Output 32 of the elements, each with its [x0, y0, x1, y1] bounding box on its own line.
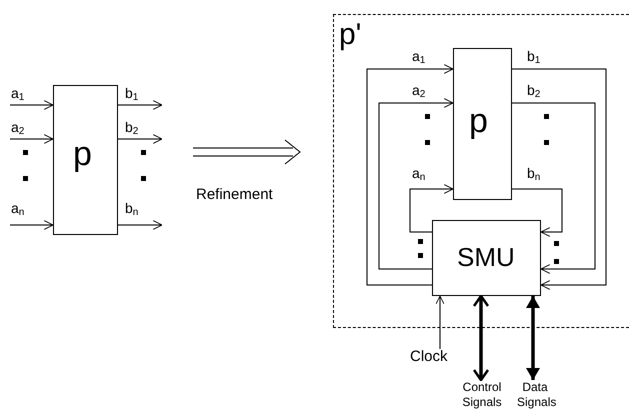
box-label: p: [469, 104, 488, 138]
arrow: [436, 296, 444, 350]
arrow: [10, 100, 54, 110]
edge-label: b$_{1}$: [125, 86, 138, 103]
control-signals-label: Control Signals: [455, 380, 509, 413]
box-label: p: [73, 137, 92, 171]
arrow: [10, 134, 54, 144]
arrow: [118, 134, 162, 144]
arrow: [118, 220, 162, 230]
edge-label: b$_{2}$: [527, 83, 540, 100]
feedback-arrow: [410, 184, 454, 232]
smu-box: [432, 220, 541, 296]
arrow: [118, 100, 162, 110]
edge-label: b$_{2}$: [125, 120, 138, 137]
arrow-label: Refinement: [196, 187, 273, 202]
feedback-arrow: [378, 98, 454, 270]
dashed-container: [333, 14, 629, 328]
feedback-arrow: [512, 68, 606, 290]
edge-label: b$_{n}$: [527, 166, 540, 183]
clock-label: Clock: [410, 349, 452, 367]
arrow: [10, 220, 54, 230]
process-box: [53, 85, 118, 235]
process-box: [453, 48, 512, 200]
box-label: SMU: [457, 244, 515, 270]
container-title: p': [339, 20, 362, 50]
feedback-arrow: [512, 102, 596, 274]
feedback-arrow: [512, 188, 562, 237]
edge-label: b$_{1}$: [527, 49, 540, 66]
edge-label: b$_{n}$: [125, 201, 138, 218]
bidirectional-arrow: [526, 296, 540, 380]
bidirectional-arrow: [472, 294, 490, 382]
feedback-arrow: [366, 64, 454, 286]
